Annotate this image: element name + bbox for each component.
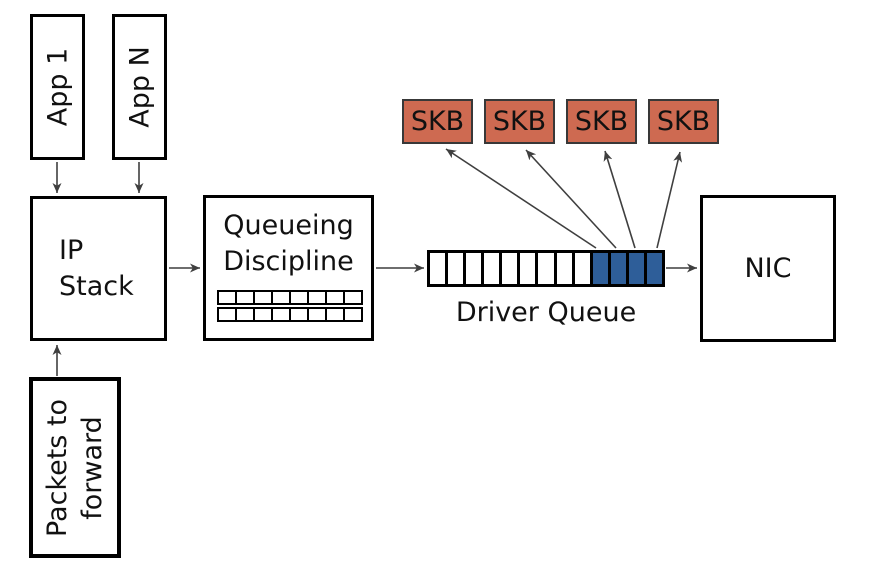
packets-to-forward-box: Packets to forward <box>29 377 121 558</box>
driver-queue-cell-empty <box>502 253 521 284</box>
skb-buffer-box: SKB <box>566 99 637 144</box>
driver-queue-cell-skb <box>628 253 647 284</box>
driver-queue-cell-empty <box>466 253 485 284</box>
qdisc-grid-cell <box>253 307 273 322</box>
skb-label: SKB <box>656 106 711 137</box>
packets-to-forward-label-line2: forward <box>77 415 108 520</box>
driver-queue-cell-empty <box>574 253 593 284</box>
qdisc-grid-cell <box>289 290 309 305</box>
arrow-queue-to-skb3 <box>603 150 636 249</box>
appn-box: App N <box>112 14 167 160</box>
driver-queue <box>427 250 665 287</box>
qdisc-grid-cell <box>217 290 237 305</box>
qdisc-grid-cell <box>289 307 309 322</box>
driver-queue-cell-empty <box>520 253 539 284</box>
queueing-discipline-label-line1: Queueing <box>223 210 354 241</box>
ip-stack-label: IP Stack <box>59 233 134 304</box>
skb-label: SKB <box>410 106 465 137</box>
nic-label: NIC <box>744 252 792 284</box>
qdisc-grid-cell <box>217 307 237 322</box>
packets-to-forward-label: Packets to forward <box>40 398 110 536</box>
qdisc-grid-row <box>217 307 363 322</box>
app1-label: App 1 <box>41 47 73 127</box>
driver-queue-cell-empty <box>556 253 575 284</box>
qdisc-grid-cell <box>325 290 345 305</box>
driver-queue-cell-skb <box>610 253 629 284</box>
ip-stack-label-line2: Stack <box>59 270 134 302</box>
driver-queue-cell-empty <box>448 253 467 284</box>
arrow-queue-to-skb1 <box>445 148 597 249</box>
qdisc-grid-cell <box>271 307 291 322</box>
skb-buffer-box: SKB <box>402 99 473 144</box>
driver-queue-cell-skb <box>592 253 611 284</box>
qdisc-grid-cell <box>235 307 255 322</box>
driver-queue-cell-empty <box>430 253 449 284</box>
qdisc-grid <box>217 290 363 324</box>
qdisc-grid-cell <box>271 290 291 305</box>
nic-box: NIC <box>700 195 836 342</box>
skb-buffer-box: SKB <box>484 99 555 144</box>
qdisc-grid-cell <box>325 307 345 322</box>
queueing-discipline-label: Queueing Discipline <box>223 208 354 279</box>
queueing-discipline-label-line2: Discipline <box>223 245 354 277</box>
qdisc-grid-cell <box>343 290 363 305</box>
qdisc-grid-row <box>217 290 363 305</box>
ip-stack-box: IP Stack <box>30 196 167 341</box>
queueing-discipline-box: Queueing Discipline <box>203 195 374 341</box>
driver-queue-cell-skb <box>646 253 663 284</box>
app1-box: App 1 <box>30 14 85 160</box>
ip-stack-label-line1: IP <box>59 234 84 266</box>
qdisc-grid-cell <box>235 290 255 305</box>
arrow-queue-to-skb2 <box>525 149 617 249</box>
skb-label: SKB <box>574 106 629 137</box>
qdisc-grid-cell <box>307 290 327 305</box>
qdisc-grid-cell <box>253 290 273 305</box>
driver-queue-label: Driver Queue <box>455 297 637 328</box>
driver-queue-cell-empty <box>538 253 557 284</box>
qdisc-grid-cell <box>307 307 327 322</box>
skb-buffer-box: SKB <box>648 99 719 144</box>
packets-to-forward-label-line1: Packets to <box>41 398 73 537</box>
qdisc-grid-cell <box>343 307 363 322</box>
appn-label: App N <box>123 46 155 128</box>
skb-label: SKB <box>492 106 547 137</box>
arrow-queue-to-skb4 <box>656 151 683 249</box>
driver-queue-cell-empty <box>484 253 503 284</box>
